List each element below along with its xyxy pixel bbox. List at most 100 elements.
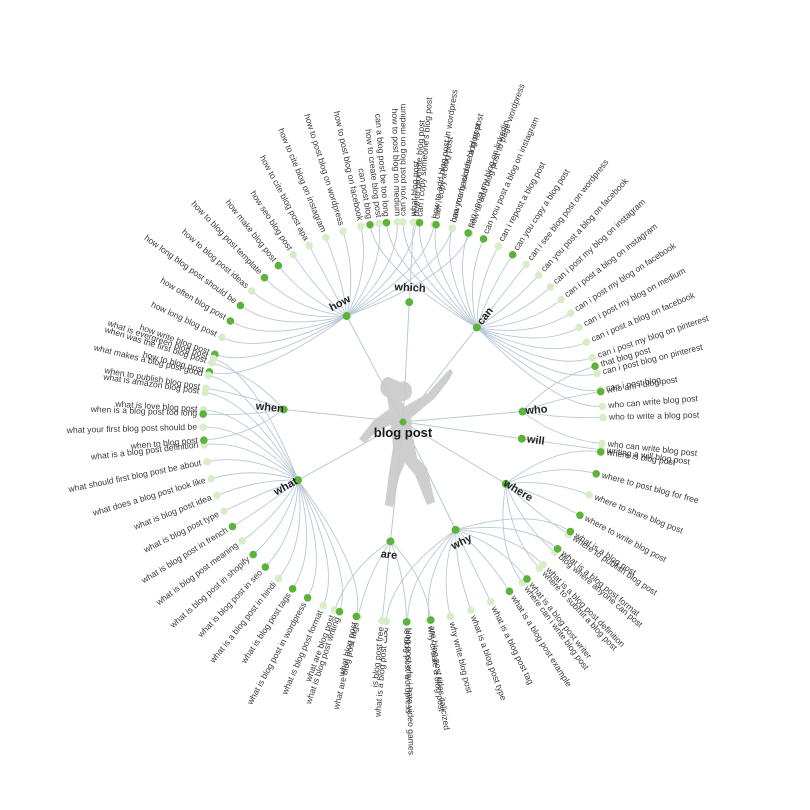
leaf-node[interactable] [274,574,283,583]
leaf-label[interactable]: what blog post [408,160,421,217]
leaf-node[interactable] [274,261,283,270]
leaf-node[interactable] [505,587,514,596]
leaf-node[interactable] [248,287,256,295]
leaf-node[interactable] [575,323,583,332]
leaf-node[interactable] [534,271,543,279]
hub-label-what[interactable]: what [271,475,300,498]
leaf-node[interactable] [464,229,472,237]
hub-label-which[interactable]: which [393,281,426,295]
leaf-node[interactable] [576,511,584,520]
leaf-node[interactable] [226,317,235,325]
leaf-node[interactable] [508,250,517,259]
leaf-node[interactable] [321,233,330,242]
leaf-label[interactable]: how make blog post [224,198,280,264]
leaf-node[interactable] [305,241,313,250]
leaf-node[interactable] [598,439,606,448]
leaf-node[interactable] [486,597,495,606]
leaf-node[interactable] [335,607,344,616]
leaf-node[interactable] [546,283,555,291]
leaf-node[interactable] [218,333,226,342]
leaf-node[interactable] [432,220,440,229]
leaf-node[interactable] [467,606,475,614]
leaf-node[interactable] [446,612,455,621]
leaf-node[interactable] [378,617,386,625]
leaf-node[interactable] [598,402,607,411]
leaf-node[interactable] [402,618,411,626]
leaf-label[interactable]: can you post blog on medium [397,104,407,216]
leaf-label[interactable]: who to write a blog post [608,410,700,422]
hub-label-are[interactable]: are [380,548,398,562]
leaf-label[interactable]: is blog post wordpress [402,628,413,714]
leaf-node[interactable] [593,369,601,378]
hub-label-when[interactable]: when [254,400,284,415]
leaf-node[interactable] [357,222,365,231]
leaf-node[interactable] [213,491,221,500]
leaf-label[interactable]: are blog post titles italicized [427,625,452,731]
leaf-label[interactable]: why write blog post [447,620,474,695]
hub-node[interactable] [405,298,414,307]
leaf-node[interactable] [228,522,237,531]
leaf-node[interactable] [415,218,424,227]
leaf-label[interactable]: when is a blog post too long [90,404,198,418]
leaf-node[interactable] [319,601,328,610]
hub-node[interactable] [342,312,351,321]
leaf-label[interactable]: how to post blog on medium [390,108,403,216]
leaf-label[interactable]: blog post why i hate video games [404,628,417,755]
leaf-node[interactable] [352,612,361,621]
hub-node[interactable] [501,479,510,488]
leaf-node[interactable] [399,218,407,226]
hub-label-who[interactable]: who [524,403,548,417]
hub-node[interactable] [386,537,395,546]
hub-node[interactable] [294,476,303,485]
leaf-node[interactable] [382,218,391,227]
leaf-node[interactable] [566,527,575,536]
leaf-node[interactable] [448,224,457,232]
leaf-node[interactable] [208,359,216,367]
leaf-label[interactable]: what blog post [336,620,359,678]
leaf-node[interactable] [427,616,435,624]
leaf-node[interactable] [582,338,591,347]
leaf-node[interactable] [366,220,374,229]
leaf-node[interactable] [199,410,207,418]
hub-node[interactable] [451,525,460,534]
leaf-node[interactable] [238,537,247,545]
leaf-node[interactable] [202,384,210,392]
leaf-node[interactable] [204,371,213,380]
leaf-node[interactable] [523,575,531,583]
hub-label-will[interactable]: will [525,433,545,447]
hub-node[interactable] [517,434,526,443]
leaf-node[interactable] [288,584,297,593]
leaf-node[interactable] [220,507,228,516]
leaf-label[interactable]: who can write blog post [607,393,699,410]
leaf-node[interactable] [249,550,258,559]
leaf-node[interactable] [289,250,298,259]
leaf-node[interactable] [409,218,418,227]
leaf-node[interactable] [479,235,488,243]
leaf-node[interactable] [393,218,402,226]
leaf-node[interactable] [553,545,562,553]
leaf-node[interactable] [596,448,605,456]
leaf-label[interactable]: how to cite blog post apa [258,153,312,242]
leaf-node[interactable] [260,273,269,282]
leaf-node[interactable] [585,491,594,499]
leaf-node[interactable] [375,219,383,228]
leaf-node[interactable] [539,560,547,569]
leaf-label[interactable]: what your first blog post should be [66,422,198,435]
leaf-node[interactable] [592,469,600,478]
leaf-node[interactable] [566,309,575,317]
leaf-node[interactable] [599,413,607,422]
leaf-node[interactable] [236,301,245,310]
leaf-node[interactable] [591,362,599,371]
leaf-node[interactable] [588,353,597,362]
leaf-node[interactable] [557,295,565,304]
hub-node[interactable] [472,323,481,332]
hub-node[interactable] [518,407,527,416]
hub-node[interactable] [279,405,288,414]
leaf-node[interactable] [522,260,530,269]
leaf-node[interactable] [494,242,503,251]
leaf-node[interactable] [200,436,208,444]
leaf-node[interactable] [199,423,207,432]
leaf-node[interactable] [261,563,270,571]
leaf-node[interactable] [596,387,605,396]
hub-label-where[interactable]: where [500,477,534,504]
